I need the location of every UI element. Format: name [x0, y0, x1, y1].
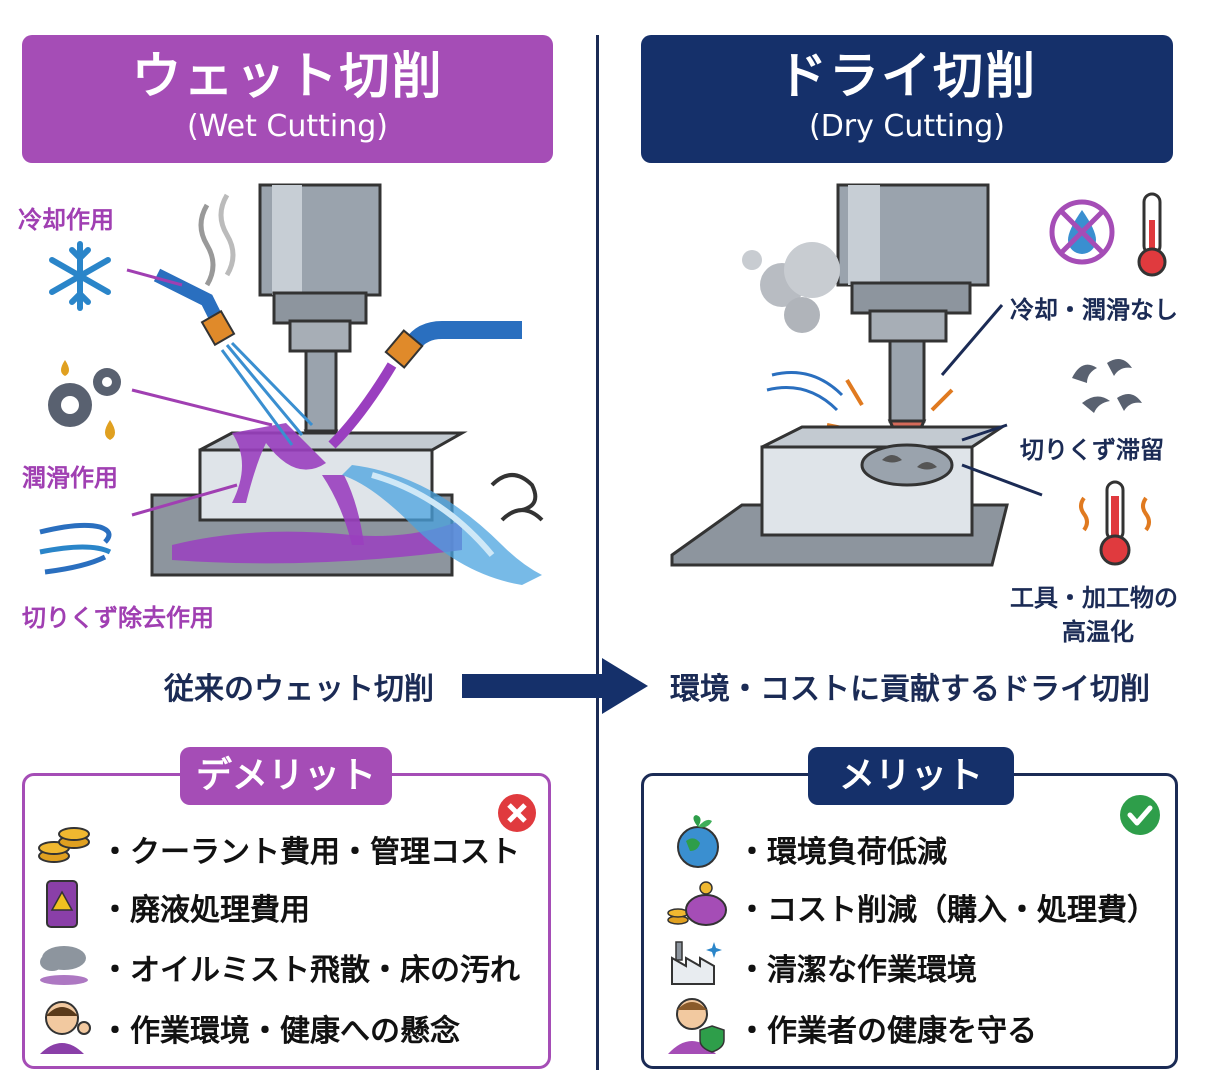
merit-panel [641, 773, 1178, 1069]
cooling-label: 冷却作用 [18, 206, 114, 234]
merit-item: ・作業者の健康を守る [737, 1014, 1037, 1049]
wet-caption: 従来のウェット切削 [164, 672, 434, 707]
demerit-title: デメリット [180, 747, 392, 805]
wet-cutting-illustration [126, 183, 544, 585]
dry-caption: 環境・コストに貢献するドライ切削 [670, 672, 1150, 707]
wet-title-en: (Wet Cutting) [187, 109, 388, 144]
demerit-item: ・廃液処理費用 [100, 893, 310, 928]
merit-title: メリット [808, 747, 1014, 805]
piggy-bank-icon [667, 881, 727, 926]
dry-cutting-illustration [670, 183, 1043, 567]
high-temp-label-line1: 工具・加工物の [1010, 584, 1178, 612]
chip-removal-label: 切りくず除去作用 [22, 604, 214, 632]
no-water-icon [1049, 199, 1115, 265]
dry-title-jp: ドライ切削 [777, 47, 1037, 105]
dry-cutting-title: ドライ切削 (Dry Cutting) [641, 35, 1173, 163]
mist-cloud-icon [40, 946, 88, 985]
waste-barrel-icon [46, 880, 78, 928]
dry-title-en: (Dry Cutting) [808, 109, 1005, 144]
center-divider [596, 35, 599, 1070]
coins-icon [38, 827, 90, 863]
transition-arrow [462, 658, 648, 714]
snowflake-icon [49, 241, 111, 311]
worker-shield-icon [668, 998, 725, 1054]
merit-item: ・コスト削減（購入・処理費） [737, 893, 1157, 928]
hot-thermometer-icon [1079, 480, 1151, 566]
demerit-item: ・作業環境・健康への懸念 [100, 1014, 460, 1049]
merit-item: ・環境負荷低減 [737, 835, 947, 870]
demerit-item: ・クーラント費用・管理コスト [100, 835, 520, 870]
high-temp-label-line2: 高温化 [1062, 618, 1134, 646]
thermometer-icon [1137, 192, 1167, 277]
x-mark-icon [498, 794, 536, 832]
no-coolant-label: 冷却・潤滑なし [1010, 296, 1178, 324]
chips-icon [1072, 359, 1142, 413]
merit-item: ・清潔な作業環境 [737, 953, 977, 988]
gear-oil-icon [48, 360, 121, 440]
check-mark-icon [1120, 795, 1160, 835]
coughing-worker-icon [40, 1001, 91, 1054]
wet-title-jp: ウェット切削 [131, 47, 444, 105]
demerit-item: ・オイルミスト飛散・床の汚れ [100, 953, 520, 988]
chip-retention-label: 切りくず滞留 [1020, 436, 1164, 464]
earth-icon [677, 815, 719, 868]
demerit-panel [22, 773, 551, 1069]
wind-icon [39, 522, 112, 575]
lubrication-label: 潤滑作用 [22, 464, 118, 492]
clean-factory-icon [671, 941, 722, 985]
wet-cutting-title: ウェット切削 (Wet Cutting) [22, 35, 553, 163]
